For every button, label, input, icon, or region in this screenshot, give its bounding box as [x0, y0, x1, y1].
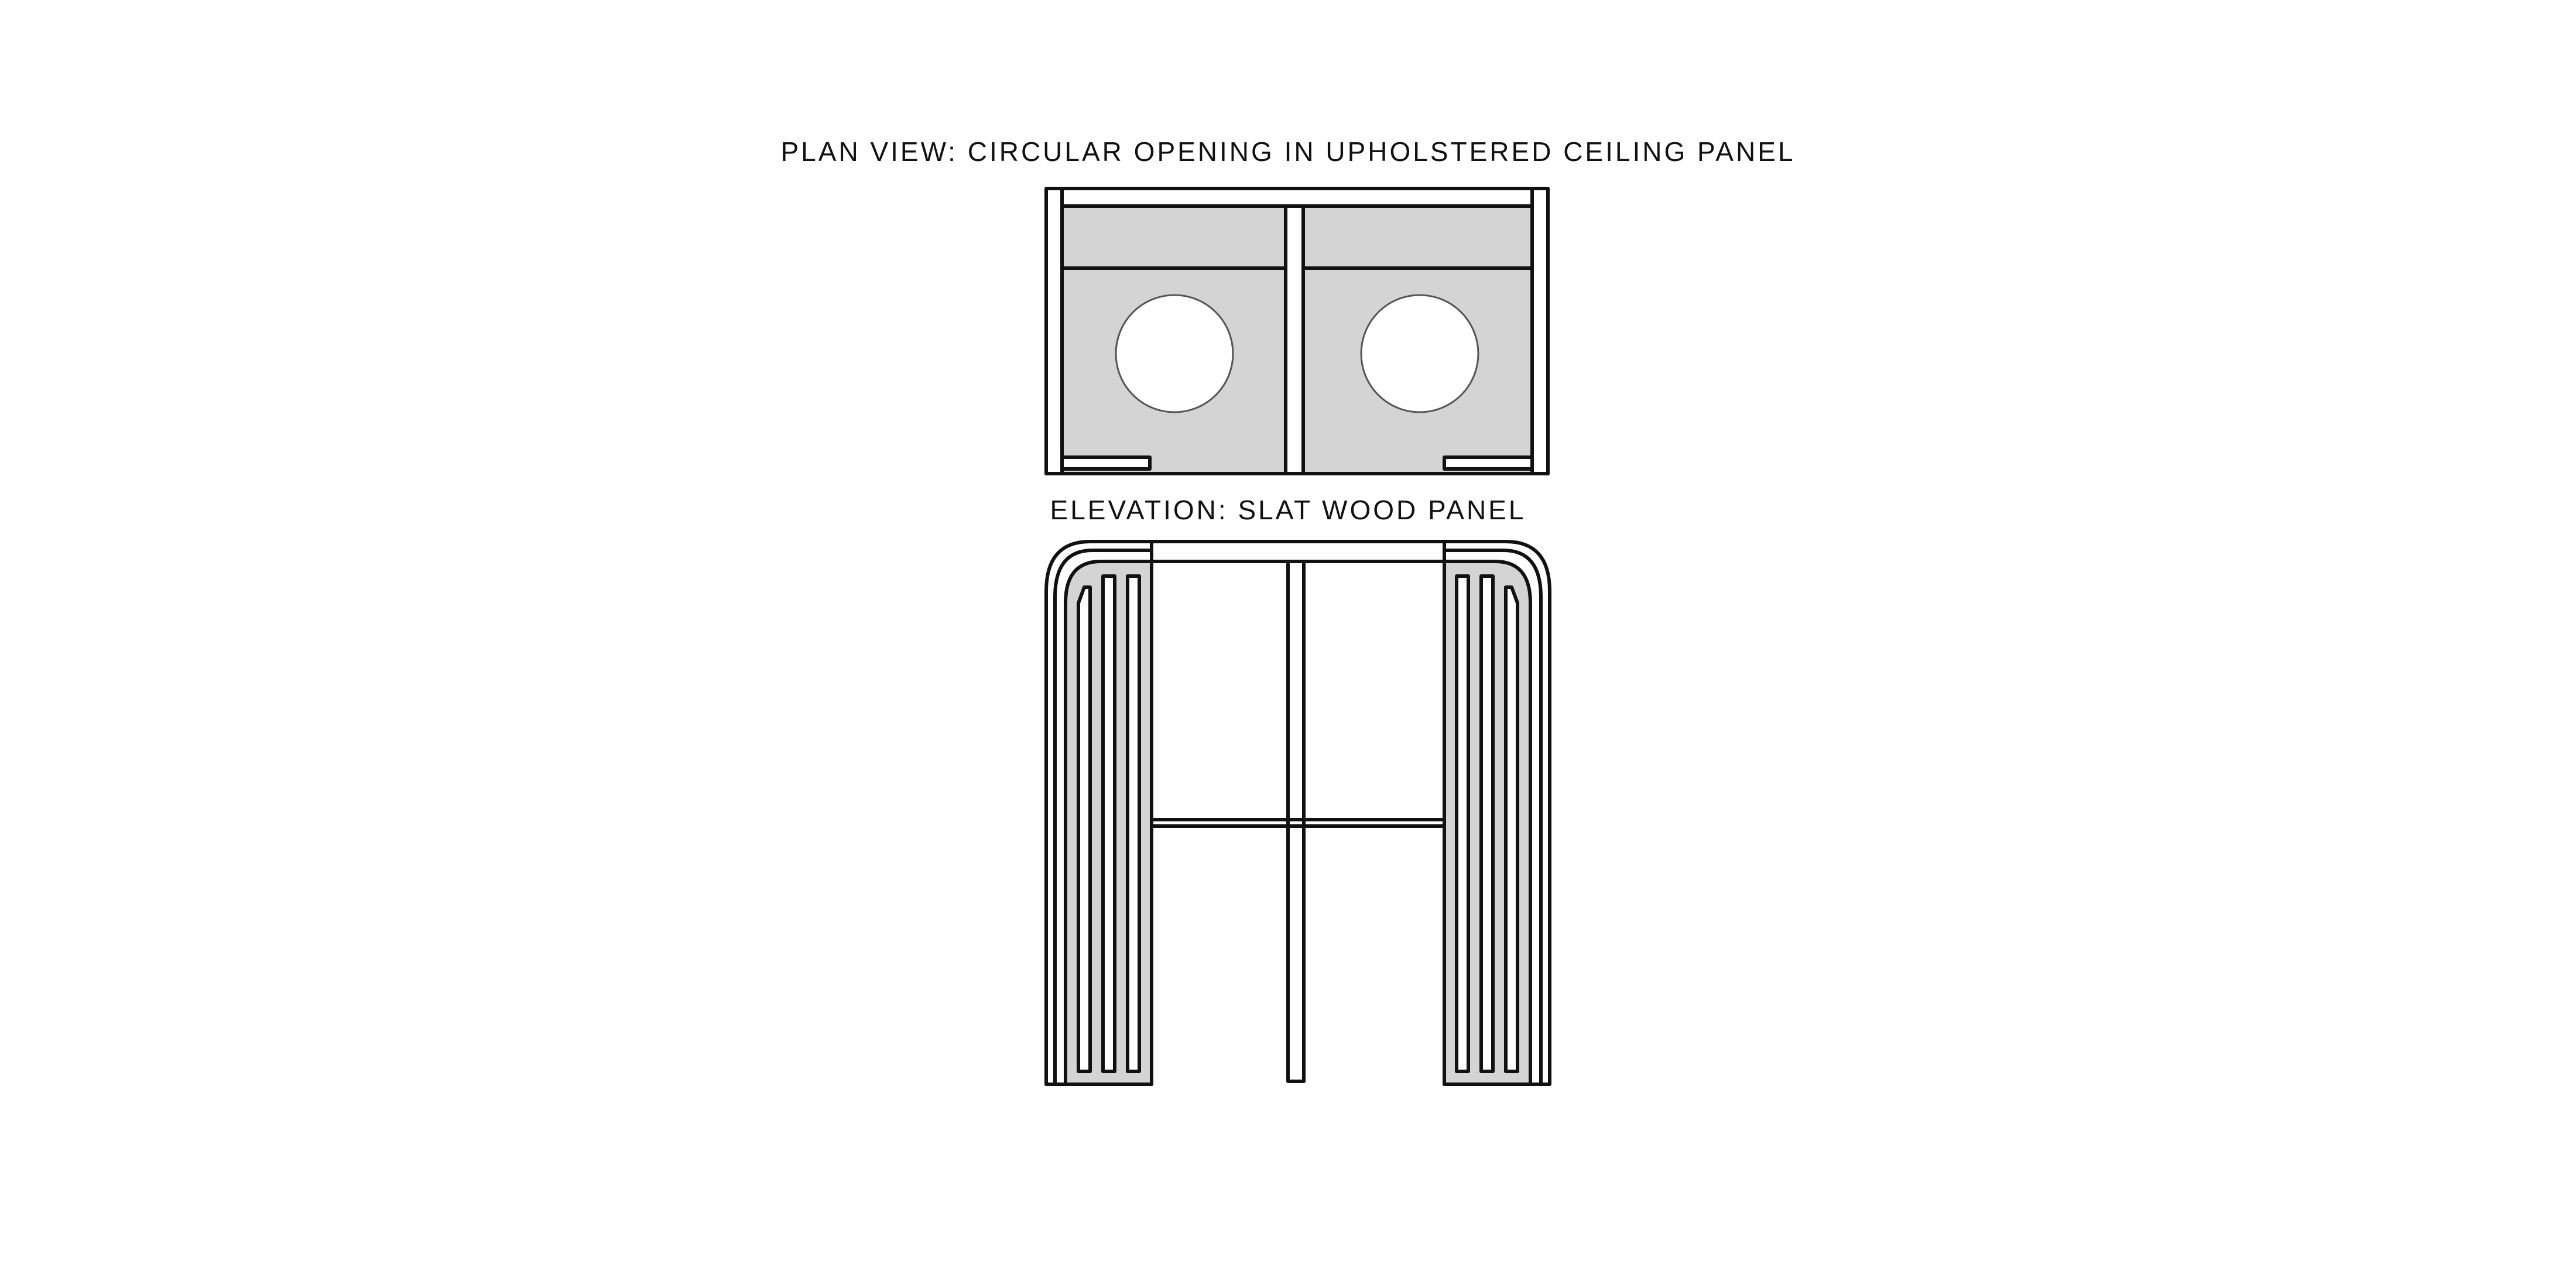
elevation-caption: ELEVATION: SLAT WOOD PANEL [1050, 495, 1526, 525]
plan-view [1044, 187, 1550, 475]
elev-left-inner-shell [1053, 549, 1152, 1084]
plan-left-post [1044, 187, 1064, 475]
elev-top-beam [1150, 540, 1446, 563]
elevation-view [1044, 540, 1551, 1086]
plan-view-caption: PLAN VIEW: CIRCULAR OPENING IN UPHOLSTER… [780, 136, 1796, 167]
elev-left-slat-1 [1077, 585, 1092, 1073]
elev-right-slat-panel [1443, 540, 1551, 1086]
elev-left-slat-2 [1101, 574, 1116, 1073]
plan-left-circular-opening [1115, 294, 1234, 413]
plan-right-ledge [1443, 455, 1534, 471]
elev-right-slat-1 [1455, 574, 1470, 1073]
plan-right-post [1530, 187, 1550, 475]
elev-left-slat-panel [1044, 540, 1153, 1086]
elev-right-slat-3 [1504, 585, 1519, 1073]
plan-right-circular-opening [1360, 294, 1479, 413]
elev-right-slat-2 [1479, 574, 1495, 1073]
elev-right-inner-shell [1444, 549, 1543, 1084]
plan-center-mullion [1284, 204, 1305, 475]
plan-left-ledge [1060, 455, 1152, 471]
elev-left-slat-3 [1126, 574, 1141, 1073]
